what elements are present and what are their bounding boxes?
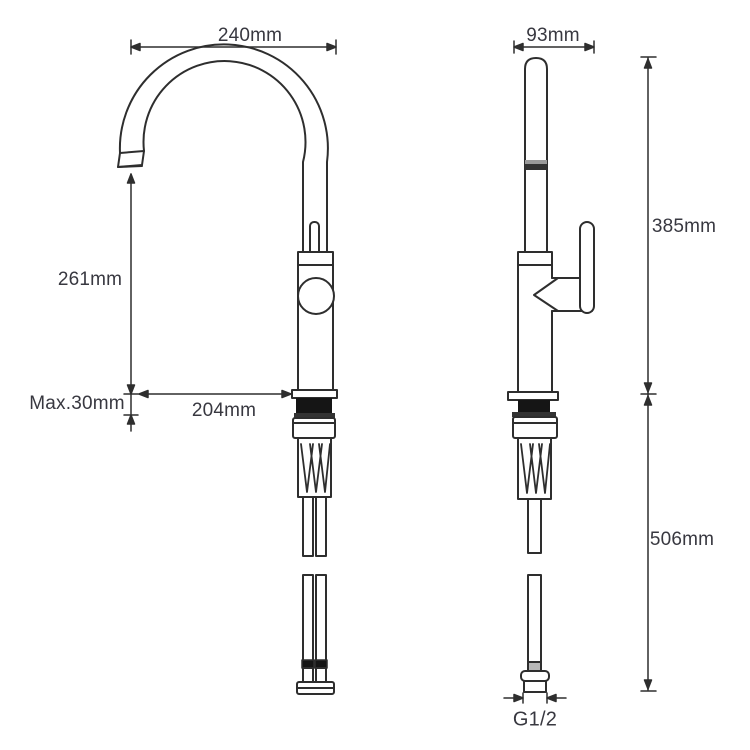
gasket-band-front — [294, 413, 335, 418]
mounting-nut-front — [292, 417, 336, 439]
tube-end-left — [302, 667, 314, 683]
supply-tube-left-upper — [302, 496, 314, 557]
dim-385-506-arrows — [643, 58, 653, 690]
supply-tube-right-lower — [315, 574, 327, 663]
threaded-rod-lower — [527, 574, 542, 663]
shank-thread-marks-side — [520, 443, 551, 494]
side-depth-label: 93mm — [526, 25, 580, 46]
gasket-side — [518, 400, 550, 413]
rod-thread-shade — [527, 661, 542, 672]
length-below-deck-label: 506mm — [649, 529, 715, 550]
gasket-front — [296, 398, 332, 413]
spout-side — [524, 57, 548, 253]
handle-front-pin — [309, 221, 320, 256]
dim-204-arrows — [138, 389, 292, 399]
dimension-lines — [123, 39, 657, 704]
shank-thread-marks-front — [300, 443, 331, 493]
height-above-deck-label: 385mm — [651, 216, 717, 237]
threaded-rod-upper — [527, 498, 542, 554]
faucet-body-side — [517, 264, 553, 393]
dim-g12-arrows — [513, 693, 557, 703]
spout-outer-curve — [118, 43, 329, 254]
supply-tube-right-upper — [315, 496, 327, 557]
aerator-band-light — [525, 160, 547, 164]
handle-mount-chevron — [533, 277, 559, 312]
spout-tip-aerator — [117, 150, 145, 168]
spout-height-label: 261mm — [57, 269, 123, 290]
base-to-tip-label: 204mm — [191, 400, 257, 421]
dim-240-arrows — [130, 42, 337, 52]
thread-size-label: G1/2 — [512, 708, 558, 731]
dim-385-506-line — [640, 56, 657, 692]
mounting-nut-side — [512, 416, 558, 439]
thread-fitting-skirt — [523, 680, 547, 693]
tube-connector-band-right — [314, 659, 328, 669]
supply-tube-left-lower — [302, 574, 314, 663]
deck-flange-side — [507, 391, 559, 401]
spout-inner-curve — [142, 60, 307, 254]
deck-flange-front — [291, 389, 338, 399]
max-deck-thickness-label: Max.30mm — [29, 393, 125, 414]
front-view-drawing — [117, 43, 338, 695]
side-view-drawing — [507, 57, 595, 693]
aerator-band-dark — [525, 164, 547, 170]
tube-end-right — [315, 667, 327, 683]
lever-handle — [579, 221, 595, 314]
tube-connector-band-left — [301, 659, 315, 669]
dim-93-arrows — [513, 42, 595, 52]
spout-reach-label: 240mm — [217, 25, 283, 46]
body-joint-circle — [297, 277, 335, 315]
gasket-band-side — [512, 412, 556, 417]
thread-fitting-top — [520, 670, 550, 682]
faucet-body-front — [297, 251, 334, 391]
dim-261-arrows — [126, 173, 136, 425]
spout-tip-end — [117, 165, 143, 168]
body-collar-side — [517, 251, 553, 266]
dim-g12-line — [503, 692, 567, 704]
